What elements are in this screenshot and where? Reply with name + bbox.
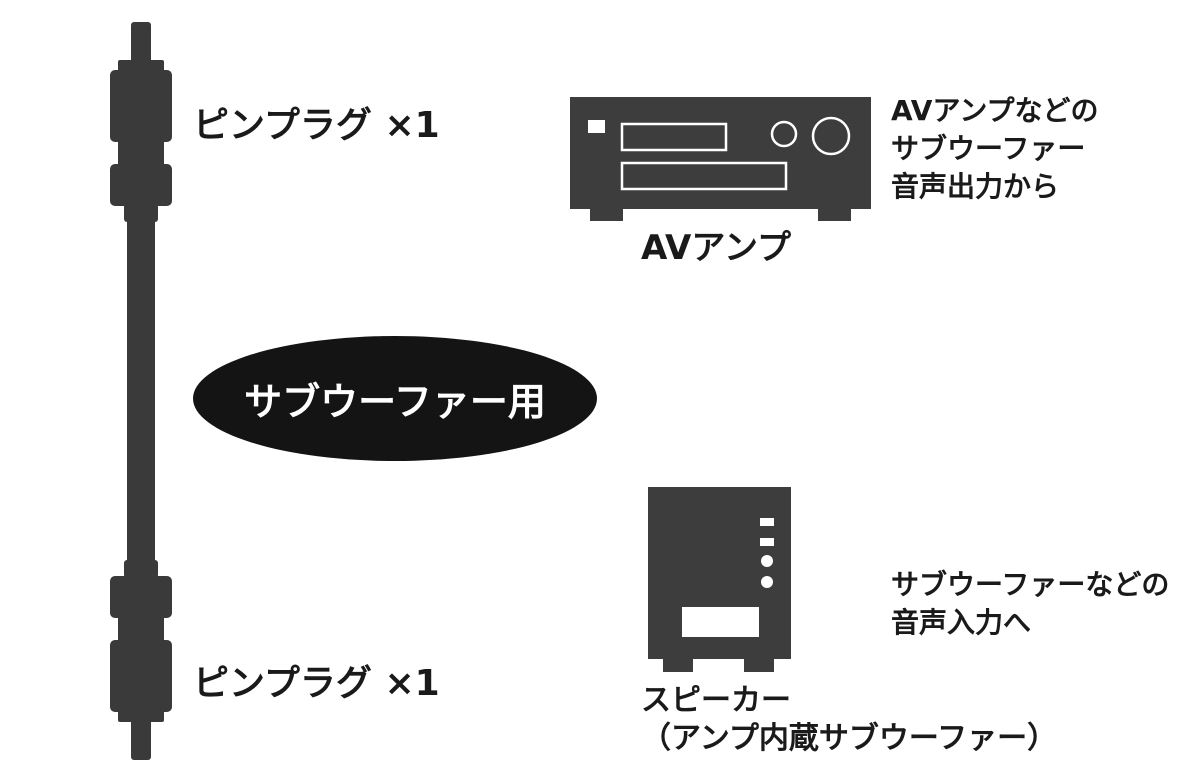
av-amp-source-line: AVアンプなどの <box>891 94 1099 127</box>
speaker-destination-description: サブウーファーなどの 音声入力へ <box>891 566 1169 642</box>
av-amp-name: AVアンプ <box>641 228 791 268</box>
amp-foot-right <box>818 209 851 221</box>
av-amp-source-line: 音声出力から <box>891 170 1060 203</box>
bottom-pin-plug-label: ピンプラグ ×1 <box>193 663 440 704</box>
amp-volume-knob <box>811 116 851 156</box>
speaker-indicator-1 <box>760 518 774 526</box>
speaker-panel <box>682 607 759 637</box>
speaker-name-line: スピーカー <box>641 683 791 718</box>
speaker-destination-line: 音声入力へ <box>891 606 1032 639</box>
speaker-name: スピーカー （アンプ内蔵サブウーファー） <box>641 682 1057 758</box>
av-amp-source-description: AVアンプなどの サブウーファー 音声出力から <box>891 92 1098 206</box>
cable-wire <box>127 220 155 565</box>
amp-power-indicator <box>588 120 605 133</box>
rca-cable <box>110 22 172 760</box>
amp-disc-slot <box>620 161 788 191</box>
bottom-pin-plug <box>110 560 172 760</box>
amp-small-knob <box>770 120 798 148</box>
amp-foot-left <box>590 209 623 221</box>
top-pin-plug-label: ピンプラグ ×1 <box>193 105 440 146</box>
top-pin-plug <box>110 22 172 222</box>
av-amp-source-line: サブウーファー <box>891 132 1086 165</box>
amp-display <box>620 122 728 152</box>
speaker-knob-1 <box>761 555 773 567</box>
speaker-foot-left <box>663 659 693 672</box>
usage-badge: サブウーファー用 <box>193 336 597 461</box>
amp-body <box>570 97 871 209</box>
speaker-indicator-2 <box>760 538 774 546</box>
usage-badge-text: サブウーファー用 <box>244 380 546 424</box>
subwoofer-illustration <box>648 487 791 672</box>
av-amplifier-illustration <box>570 97 871 221</box>
speaker-foot-right <box>744 659 774 672</box>
speaker-knob-2 <box>761 576 773 588</box>
speaker-destination-line: サブウーファーなどの <box>891 568 1170 601</box>
speaker-name-line: （アンプ内蔵サブウーファー） <box>641 721 1058 756</box>
